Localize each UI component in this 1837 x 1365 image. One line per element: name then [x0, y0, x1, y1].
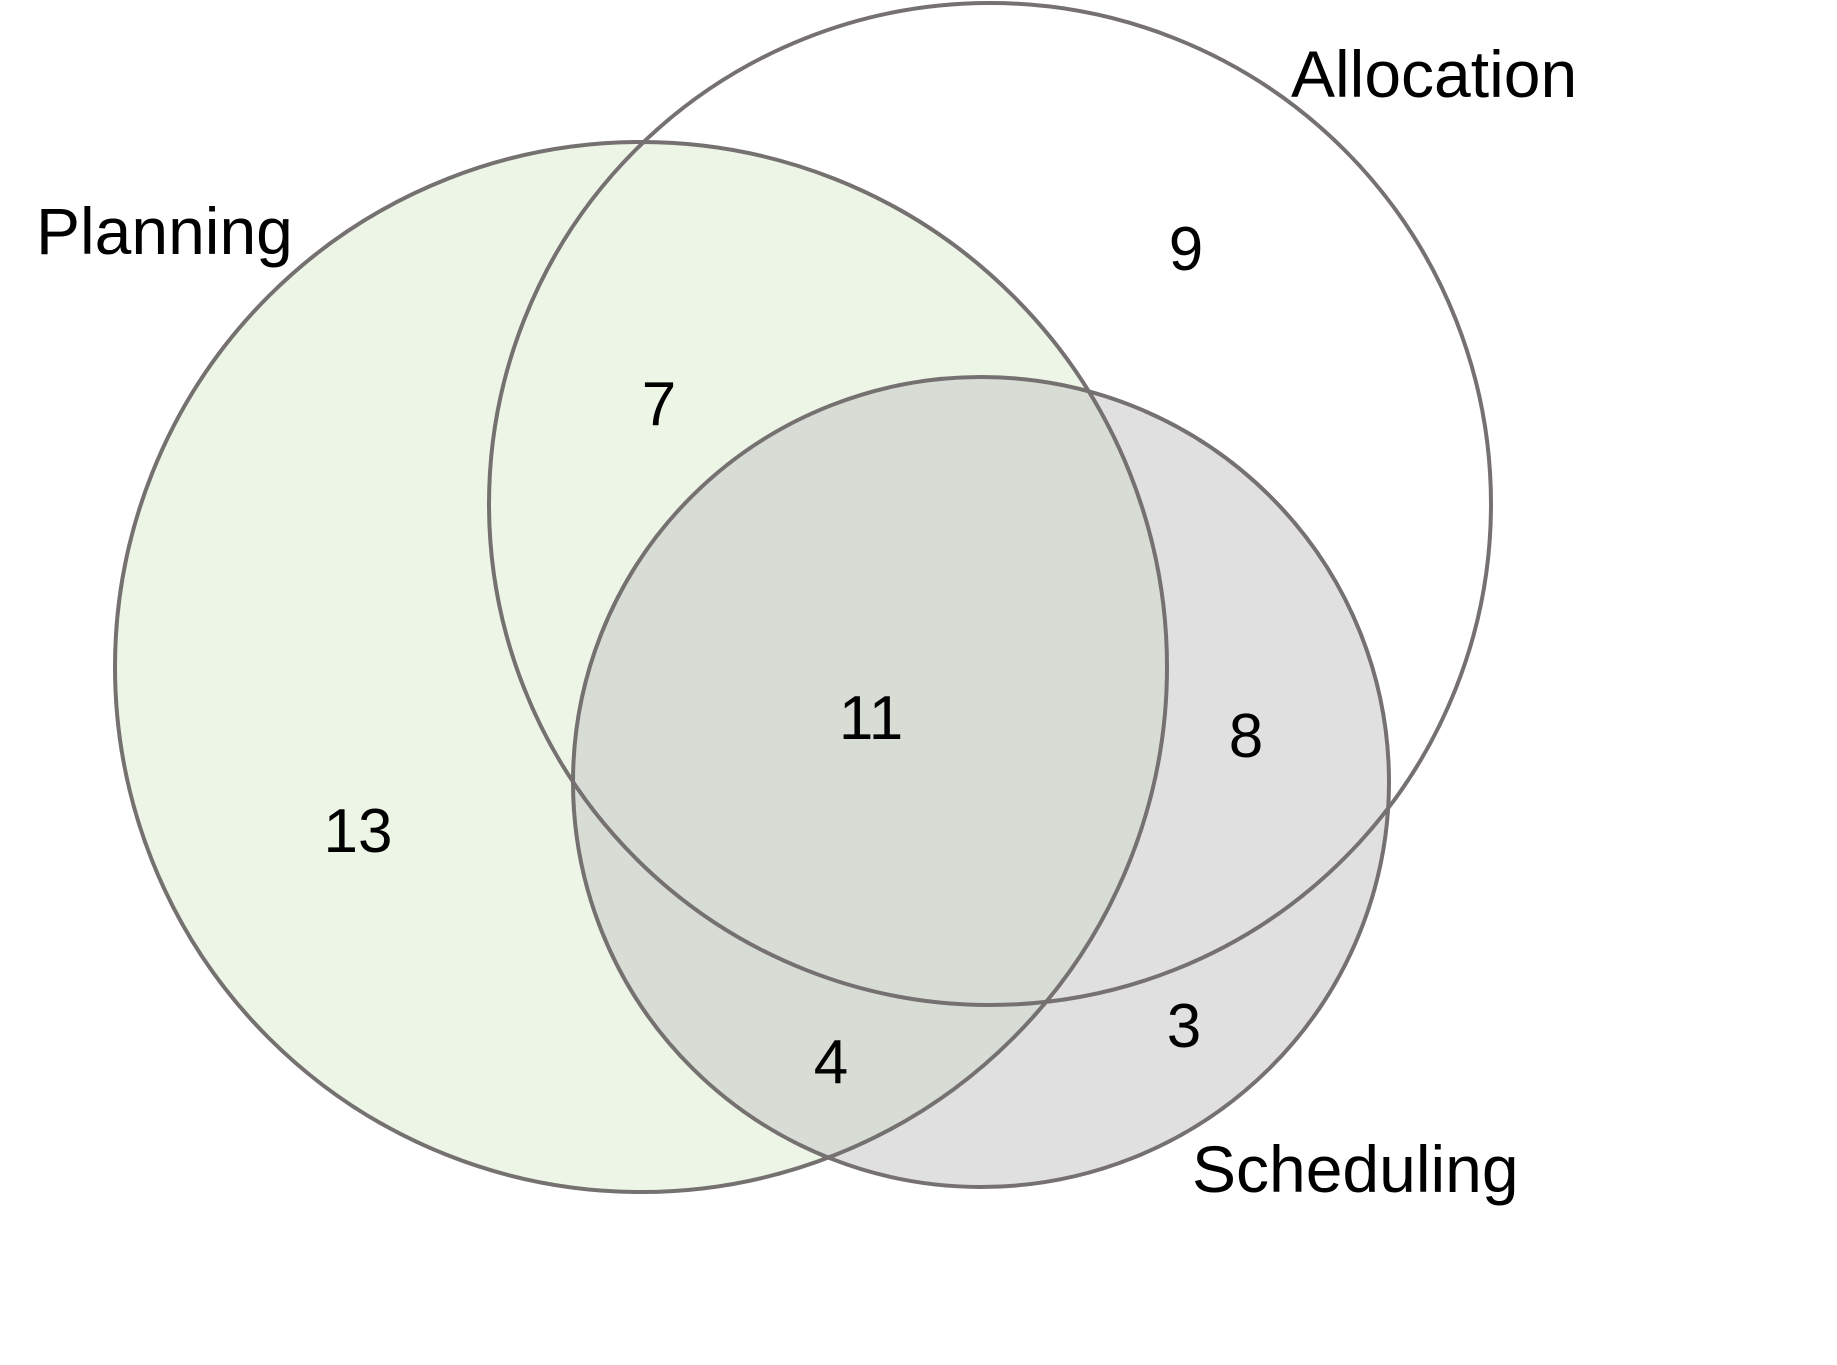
allocation-set-label: Allocation: [1291, 37, 1577, 111]
planning-set-label: Planning: [36, 194, 293, 268]
count-allocation-scheduling: 8: [1229, 702, 1263, 771]
allocation-circle-fill: [489, 3, 1491, 1005]
allocation-circle-outline: [487, 1, 1493, 1007]
count-planning-scheduling: 4: [814, 1028, 848, 1097]
count-scheduling-only: 3: [1167, 992, 1201, 1061]
count-planning-only: 13: [324, 797, 393, 866]
count-allocation-only: 9: [1169, 215, 1203, 284]
count-all-three: 11: [839, 684, 903, 753]
scheduling-circle-fill: [573, 377, 1389, 1187]
scheduling-circle-outline: [571, 375, 1391, 1189]
scheduling-set-label: Scheduling: [1192, 1132, 1519, 1206]
count-planning-allocation: 7: [642, 370, 676, 439]
